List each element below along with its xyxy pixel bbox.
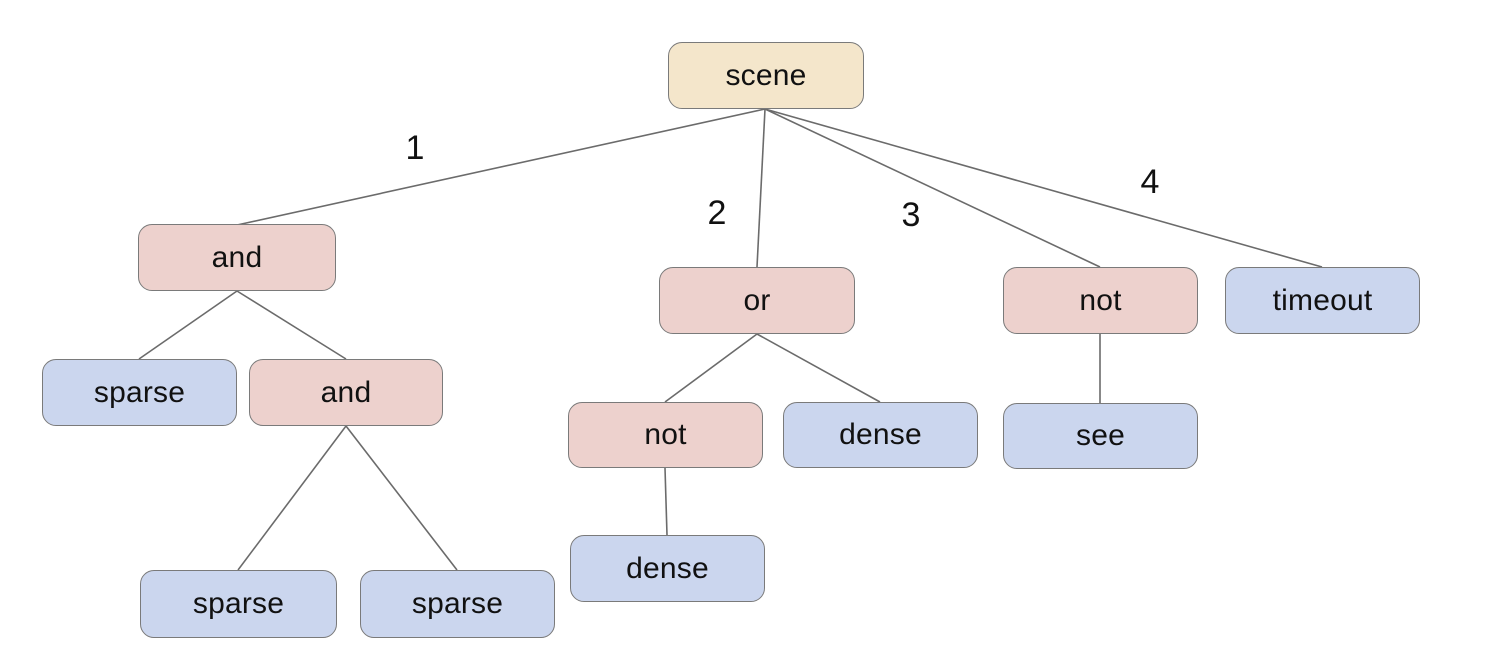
- edge-label-2: 2: [707, 194, 727, 232]
- node-not-under-or: not: [568, 402, 763, 468]
- node-sparse-bottom-1: sparse: [140, 570, 337, 638]
- node-sparse-mid: sparse: [42, 359, 237, 426]
- edge-and2-sparse1: [237, 425, 347, 571]
- edge-not-dense: [664, 467, 668, 536]
- edge-scene-and: [236, 108, 766, 226]
- node-and-1: and: [138, 224, 336, 291]
- node-see: see: [1003, 403, 1198, 469]
- edge-or-not: [664, 333, 758, 403]
- node-sparse-bottom-2: sparse: [360, 570, 555, 638]
- node-dense-2: dense: [570, 535, 765, 602]
- edge-and-and: [236, 290, 347, 360]
- edge-scene-timeout: [764, 108, 1323, 268]
- node-scene: scene: [668, 42, 864, 109]
- node-or: or: [659, 267, 855, 334]
- edge-label-4: 4: [1140, 163, 1160, 201]
- node-timeout: timeout: [1225, 267, 1420, 334]
- edge-scene-or: [756, 108, 766, 268]
- node-and-2: and: [249, 359, 443, 426]
- edge-label-1: 1: [405, 129, 425, 167]
- edge-scene-not: [764, 108, 1101, 268]
- edge-and2-sparse2: [345, 425, 458, 571]
- edge-or-dense: [756, 333, 881, 403]
- edge-label-3: 3: [901, 196, 921, 234]
- edge-and-sparse: [138, 290, 238, 360]
- node-not-right: not: [1003, 267, 1198, 334]
- node-dense-1: dense: [783, 402, 978, 468]
